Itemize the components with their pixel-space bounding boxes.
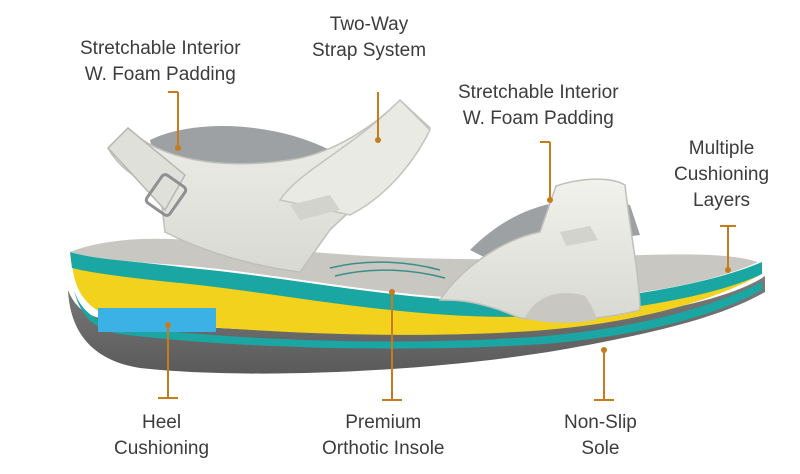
strap-buckle — [144, 173, 188, 217]
label-non-slip-sole: Non-Slip Sole — [564, 412, 637, 459]
label-heel-cushioning: Heel Cushioning — [114, 412, 210, 459]
strap-logo — [290, 195, 340, 220]
label-stretchable-interior-right: Stretchable Interior W. Foam Padding — [458, 82, 619, 129]
label-stretchable-interior-left: Stretchable Interior W. Foam Padding — [80, 38, 241, 85]
leader-points — [165, 137, 731, 353]
forefoot-strap-logo — [560, 226, 598, 246]
label-two-way-strap: Two-Way Strap System — [312, 14, 427, 61]
forefoot-strap — [438, 178, 641, 321]
forefoot-strap-cutout — [525, 292, 596, 323]
cushion-layer-bottom — [74, 282, 762, 349]
heel-cushion-pad — [98, 308, 216, 332]
outsole — [68, 276, 765, 374]
strap-tab — [106, 126, 186, 212]
label-multiple-cushioning-layers: Multiple Cushioning Layers — [674, 138, 770, 211]
upper-strap-panel — [278, 98, 431, 216]
label-premium-orthotic-insole: Premium Orthotic Insole — [322, 412, 445, 459]
leader-lines — [158, 91, 736, 401]
